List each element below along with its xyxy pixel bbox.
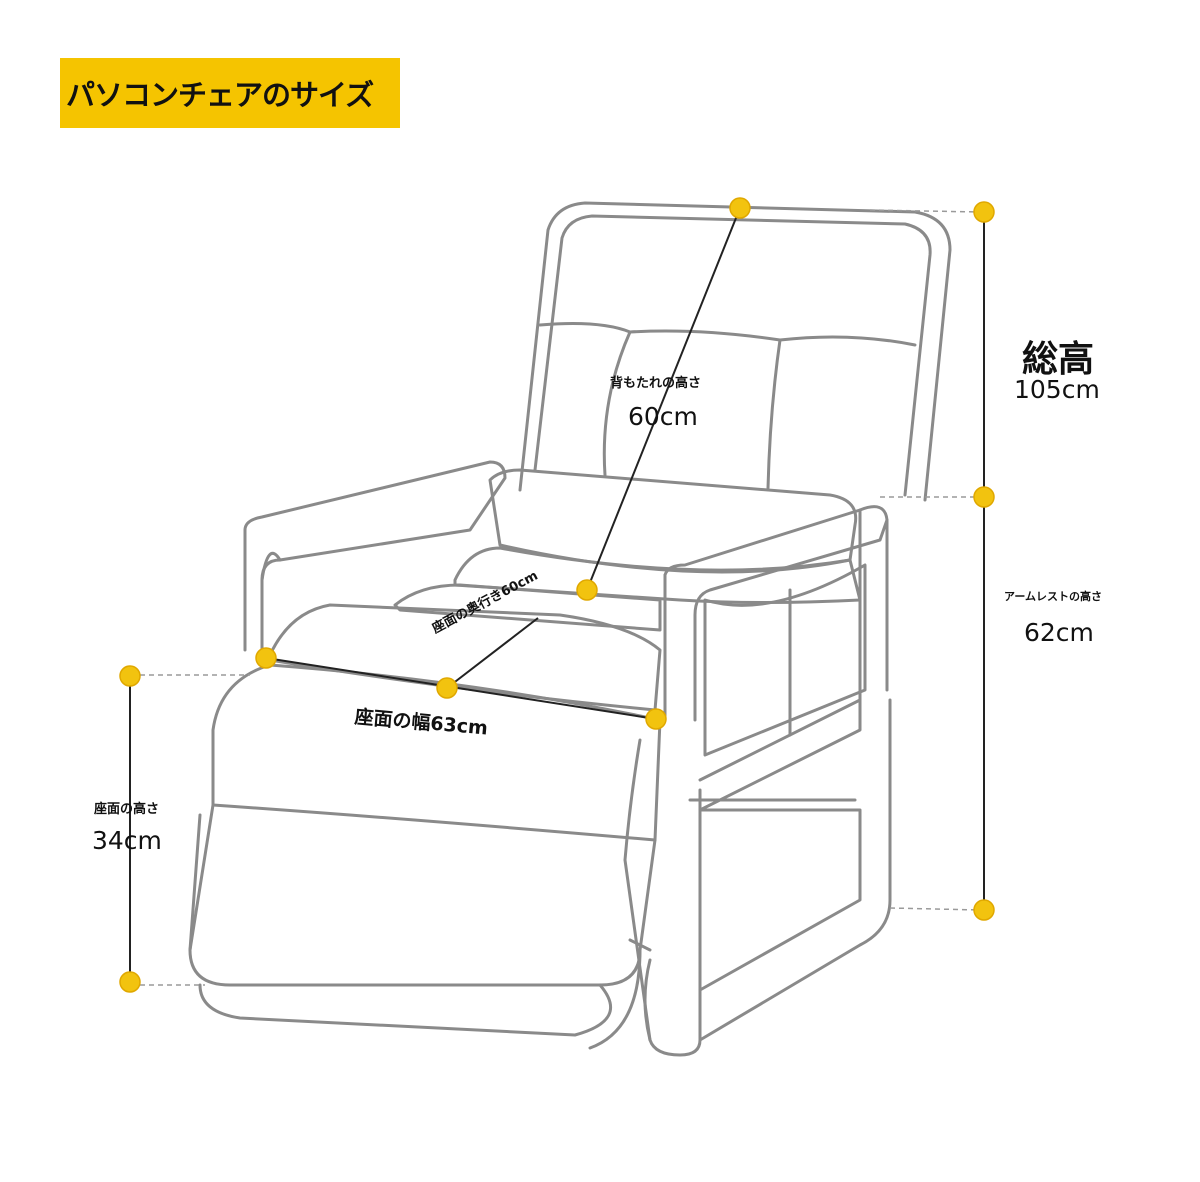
backrest-outline: [518, 201, 952, 502]
backrest-height-line: [586, 207, 741, 591]
dot-seat-right: [645, 708, 667, 730]
dot-total-bottom: [973, 899, 995, 921]
seat-depth-line: [446, 617, 539, 689]
front-cushion: [211, 663, 662, 842]
seat-width-line: [265, 657, 657, 720]
dot-total-top: [973, 201, 995, 223]
seat-height-value: 34cm: [92, 826, 162, 855]
dot-seat-left: [255, 647, 277, 669]
seat-cushion: [268, 603, 662, 712]
dot-seat-height-bottom: [119, 971, 141, 993]
seat-height-title: 座面の高さ: [94, 802, 160, 817]
dot-backrest-bottom: [576, 579, 598, 601]
left-armrest: [243, 460, 507, 652]
backrest-value: 60cm: [628, 402, 698, 431]
armrest-value: 62cm: [1024, 618, 1094, 647]
dot-seat-mid: [436, 677, 458, 699]
total-height-title: 総高: [1022, 339, 1095, 380]
total-height-value: 105cm: [1014, 375, 1100, 404]
page-title: パソコンチェアのサイズ: [66, 78, 374, 112]
dot-backrest-top: [729, 197, 751, 219]
front-lower-cushion: [188, 803, 657, 987]
base-frame: [623, 698, 892, 1057]
title-banner: パソコンチェアのサイズ: [60, 58, 400, 128]
side-pocket: [703, 563, 867, 757]
dot-seat-height-top: [119, 665, 141, 687]
armrest-title: アームレストの高さ: [1004, 590, 1103, 603]
dot-armrest: [973, 486, 995, 508]
backrest-title: 背もたれの高さ: [610, 376, 702, 391]
